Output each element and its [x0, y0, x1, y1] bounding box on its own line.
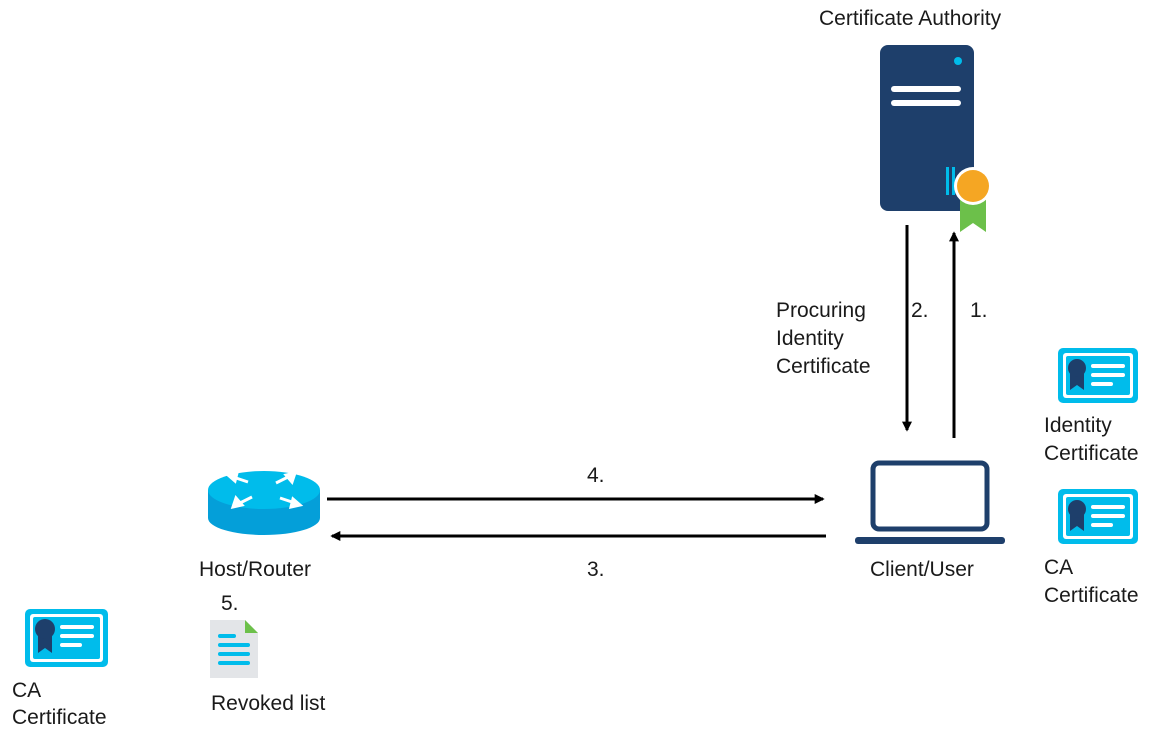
step-2-description-line-2: Identity — [776, 327, 844, 350]
step-4-number: 4. — [587, 464, 605, 487]
router-ca-certificate-icon — [25, 609, 108, 667]
client-label: Client/User — [870, 558, 974, 581]
client-ca-certificate-icon — [1058, 489, 1138, 544]
router-label: Host/Router — [199, 558, 312, 581]
ca-server-label: Certificate Authority — [819, 7, 1002, 30]
router-ca-certificate-label-line-2: Certificate — [12, 706, 107, 729]
identity-certificate-icon — [1058, 348, 1138, 403]
step-3-number: 3. — [587, 558, 605, 581]
step-2-description-line-1: Procuring — [776, 299, 866, 322]
router-ca-certificate-label-line-1: CA — [12, 679, 42, 702]
identity-certificate-label-line-1: Identity — [1044, 414, 1112, 437]
step-5-number: 5. — [221, 592, 239, 615]
router-icon — [208, 470, 320, 535]
document-icon — [210, 620, 258, 678]
laptop-icon — [855, 460, 1005, 544]
step-2-number: 2. — [911, 299, 929, 322]
identity-certificate-label-line-2: Certificate — [1044, 442, 1139, 465]
revoked-list-label: Revoked list — [211, 692, 326, 715]
ca-server-icon — [880, 45, 974, 211]
client-ca-certificate-label-line-1: CA — [1044, 556, 1074, 579]
certificate-badge-icon — [954, 167, 992, 232]
client-ca-certificate-label-line-2: Certificate — [1044, 584, 1139, 607]
step-2-description-line-3: Certificate — [776, 355, 871, 378]
step-1-number: 1. — [970, 299, 988, 322]
